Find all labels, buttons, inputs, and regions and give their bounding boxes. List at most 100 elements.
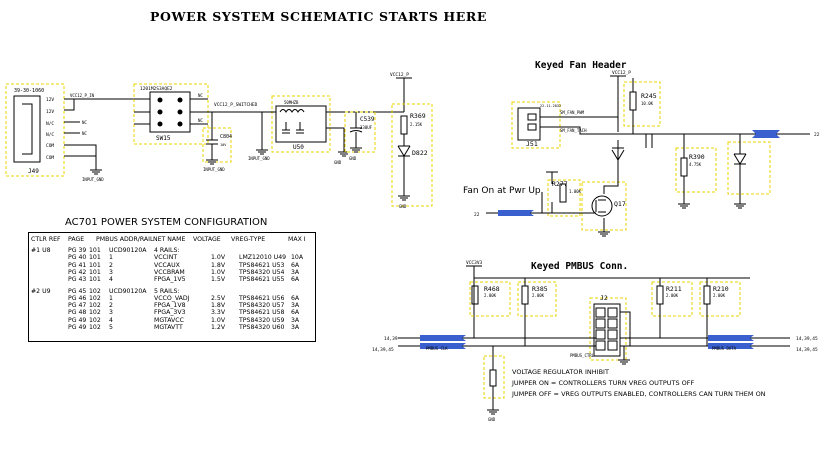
j49-part-label: 39-30-1060 xyxy=(14,88,44,94)
config-cell-vreg: TPS84621 U53 xyxy=(239,261,285,269)
ref-14-39-left: 14,39 xyxy=(384,336,398,342)
config-cell-net: FPGA_3V3 xyxy=(154,309,186,317)
net-pmbus-clk: PMBUS CLK xyxy=(426,346,448,351)
r385-value: 2.00K xyxy=(532,293,545,298)
r277-value: 1.00K xyxy=(569,189,582,194)
net-sm-fan-tach: SM_FAN_TACH xyxy=(560,128,587,133)
net-input-gnd-2: INPUT_GND xyxy=(203,167,225,172)
net-vcc12-p-2: VCC12_P xyxy=(612,70,631,76)
fan-header-section: VCC12_P J51 22-11-2032 SM_FAN_PWM SM_FAN… xyxy=(474,70,820,237)
config-cell-voltage: 1.8V xyxy=(211,261,226,269)
r210-label: R210 xyxy=(713,285,729,293)
net-vcc3v3: VCC3V3 xyxy=(466,260,483,266)
config-cell-page: PG 43 xyxy=(68,276,87,284)
config-cell-vreg: TPS84621 U55 xyxy=(239,276,285,284)
config-cell-rail: 4 xyxy=(109,316,113,324)
config-cell-controller: UCD90120A xyxy=(109,247,147,254)
config-cell-rails: 5 RAILS: xyxy=(154,287,180,295)
config-cell-page: PG 48 xyxy=(68,309,87,317)
u50-label: U50 xyxy=(293,144,304,151)
net-vcc12-p-in: VCC12_P_IN xyxy=(70,93,95,98)
config-cell-addr: 102 xyxy=(89,294,101,302)
svg-text:NC: NC xyxy=(82,131,87,136)
net-pmbus-data: PMBUS DATA xyxy=(712,346,737,351)
config-cell-page: PG 45 xyxy=(68,287,87,295)
ref-22-right: 22 xyxy=(814,132,820,138)
config-cell-net: VCCO_VADJ xyxy=(154,294,190,302)
net-pmbus-ctrl: PMBUS_CTRL xyxy=(570,353,595,358)
ref-14-39-45-left: 14,39,45 xyxy=(372,347,394,353)
config-cell-net: MGTAVCC xyxy=(154,316,184,324)
config-cell-vreg: LMZ12010 U49 xyxy=(239,254,287,262)
config-cell-rail: 2 xyxy=(109,302,113,310)
config-cell-voltage: 1.8V xyxy=(211,302,226,310)
r245-label: R245 xyxy=(641,92,657,100)
c539-value: 330UF xyxy=(360,125,373,130)
config-cell-addr: 102 xyxy=(89,287,101,295)
j49-connector: 39-30-1060 J49 12V 12V N/C N/C COM COM xyxy=(5,83,65,177)
config-cell-voltage: 2.5V xyxy=(211,294,226,302)
config-cell-max: 3A xyxy=(291,324,300,331)
net-gnd-inhibit: GND xyxy=(488,417,496,422)
r369-d822-indicator: VCC12_P R369 2.15K D822 GND xyxy=(390,72,433,209)
r369-label: R369 xyxy=(410,112,426,120)
q17-label: Q17 xyxy=(614,200,626,208)
net-gnd-u50: GND xyxy=(334,160,342,165)
net-vcc12-p-1: VCC12_P xyxy=(390,72,409,78)
sw15-switch: 1201M2S3AQE2 SW15 NC NC xyxy=(133,83,209,145)
j49-pin-1: 12V xyxy=(46,97,54,103)
config-cell-net: FPGA_1V5 xyxy=(154,276,186,284)
r369-value: 2.15K xyxy=(410,122,423,127)
config-cell-addr: 102 xyxy=(89,302,101,310)
r390-value: 4.75K xyxy=(689,162,702,167)
config-cell-addr: 102 xyxy=(89,324,101,331)
config-cell-voltage: 1.0V xyxy=(211,254,226,262)
ref-14-39-45-right-2: 14,39,45 xyxy=(796,347,818,353)
config-cell-net: MGTAVTT xyxy=(154,324,183,331)
config-cell-addr: 101 xyxy=(89,254,101,262)
config-cell-rail: 3 xyxy=(109,309,113,317)
r468-value: 2.00K xyxy=(484,293,497,298)
config-cell-page: PG 47 xyxy=(68,302,87,310)
config-cell-page: PG 46 xyxy=(68,294,87,302)
config-cell-addr: 101 xyxy=(89,247,101,254)
note-jumper-on: JUMPER ON = CONTROLLERS TURN VREG OUTPUT… xyxy=(512,379,695,387)
net-input-gnd-1: INPUT_GND xyxy=(82,177,104,182)
sw15-label: SW15 xyxy=(156,135,171,142)
config-cell-net: VCCAUX xyxy=(154,261,180,269)
config-cell-vreg: TPS84320 U54 xyxy=(239,268,285,276)
config-cell-vreg: TPS84320 U60 xyxy=(239,324,285,331)
config-cell-max: 6A xyxy=(291,276,300,284)
j2-label: J2 xyxy=(600,294,608,302)
config-cell-voltage: 1.0V xyxy=(211,316,226,324)
config-cell-page: PG 40 xyxy=(68,254,87,262)
r210-value: 2.00K xyxy=(713,293,726,298)
u50-filter: 50MHZB U50 xyxy=(271,95,331,153)
config-cell-max: 10A xyxy=(291,254,304,262)
ref-14-39-45-right-1: 14,39,45 xyxy=(796,336,818,342)
config-cell-voltage: 1.0V xyxy=(211,268,226,276)
config-cell-voltage: 1.2V xyxy=(211,324,226,331)
pmbus-conn-title: Keyed PMBUS Conn. xyxy=(531,261,629,272)
config-cell-rail: 1 xyxy=(109,294,113,302)
config-cell-max: 6A xyxy=(291,294,300,302)
net-vcc12-p-switched: VCC12_P_SWITCHED xyxy=(214,102,258,108)
config-cell-page: PG 49 xyxy=(68,324,87,331)
config-cell-addr: 102 xyxy=(89,316,101,324)
j49-pin-4: N/C xyxy=(46,132,54,138)
config-cell-max: 6A xyxy=(291,261,300,269)
j49-pin-2: 12V xyxy=(46,109,54,115)
net-gnd-c539: GND xyxy=(349,156,357,161)
config-cell-addr: 101 xyxy=(89,268,101,276)
config-cell-max: 6A xyxy=(291,309,300,317)
svg-text:NC: NC xyxy=(198,93,203,98)
pmbus-section: VCC3V3 R468 2.00K R385 2.00K R211 2.00K … xyxy=(372,260,818,422)
config-cell-rail: 1 xyxy=(109,254,113,262)
config-cell-max: 3A xyxy=(291,302,300,310)
r277-label: R277 xyxy=(552,180,568,188)
config-cell-net: VCCINT xyxy=(154,254,178,262)
j49-pin-3: N/C xyxy=(46,121,54,127)
fan-on-label: Fan On at Pwr Up xyxy=(463,186,541,196)
config-cell-page: PG 39 xyxy=(68,247,87,254)
